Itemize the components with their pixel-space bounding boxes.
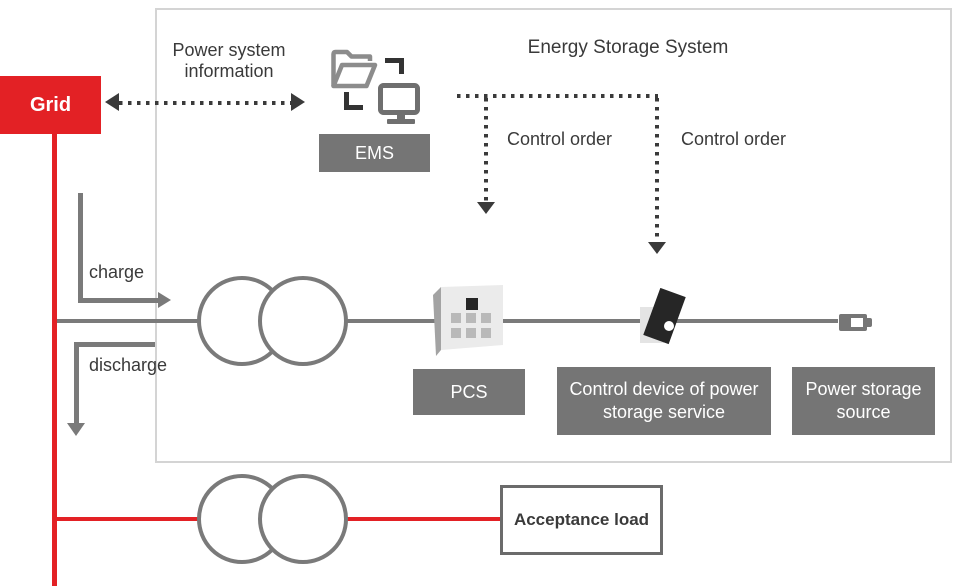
info-dotted-line (119, 101, 291, 105)
control-order-dotted-line (457, 94, 658, 98)
control-device-node: Control device of power storage service (557, 367, 771, 435)
info-arrowhead-left-icon (105, 93, 119, 111)
grid-node: Grid (0, 76, 101, 134)
control-order-dotted-line (655, 98, 659, 242)
control-order-label-left: Control order (507, 129, 613, 149)
charge-arrow (78, 298, 158, 303)
grid-bus-vertical-line (52, 133, 57, 586)
control-order-dotted-line (484, 98, 488, 202)
pcs-icon (433, 285, 503, 356)
charge-arrow (78, 193, 83, 303)
acceptance-load-node: Acceptance load (500, 485, 663, 555)
power-storage-node: Power storage source (792, 367, 935, 435)
battery-icon (867, 318, 872, 327)
battery-icon (851, 318, 863, 327)
info-arrowhead-right-icon (291, 93, 305, 111)
discharge-label: discharge (89, 355, 168, 375)
transformer-icon (258, 474, 348, 564)
power-system-information-label: Power system information (172, 40, 286, 81)
control-order-arrowhead-icon (477, 202, 495, 214)
charge-label: charge (89, 262, 145, 282)
ems-icon (331, 49, 420, 124)
control-order-label-right: Control order (681, 129, 787, 149)
control-device-icon (640, 288, 686, 345)
ems-node: EMS (319, 134, 430, 172)
discharge-arrow (74, 342, 79, 424)
charge-arrowhead-icon (158, 292, 171, 308)
diagram-title: Energy Storage System (527, 37, 729, 58)
transformer-icon (258, 276, 348, 366)
control-order-arrowhead-icon (648, 242, 666, 254)
pcs-node: PCS (413, 369, 525, 415)
discharge-arrow (77, 342, 155, 347)
discharge-arrowhead-icon (67, 423, 85, 436)
